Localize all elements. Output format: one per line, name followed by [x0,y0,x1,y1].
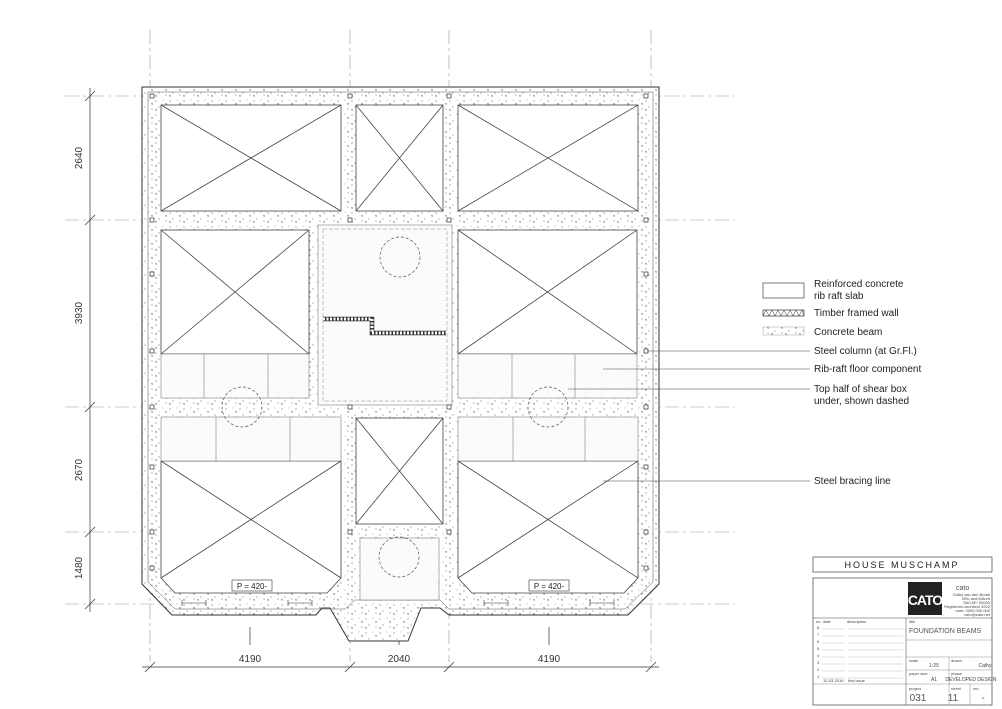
drawing-title: FOUNDATION BEAMS [909,628,982,635]
bottom-bracing-ticks [181,600,615,606]
drawn-value: Cathy [978,663,992,669]
legend-bracing: Steel bracing line [814,476,891,487]
project-label: project [909,686,922,691]
rev-value: - [981,693,984,704]
slab-panels [160,104,639,594]
legend-rib: Rib-raft floor component [814,364,921,375]
legend-swatch-slab [762,282,805,299]
legend-slab-line1: Reinforced concrete [814,279,904,290]
legend-wall: Timber framed wall [814,308,899,319]
drawn-label: drawn [951,658,962,663]
legend-column: Steel column (at Gr.Fl.) [814,346,917,357]
rev-no-7: 7 [817,632,820,637]
point-load-left: P = 420- [237,582,268,591]
rev-header-description: description [847,619,866,624]
project-title: HOUSE MUSCHAMP [844,560,959,570]
paper-size-label: paper size [909,671,928,676]
rev-header-date: date [823,619,832,624]
vertical-dimension-chain [84,88,96,612]
logo-detail-5: mob: 0000 000 000 [956,608,991,613]
logo-detail-3: SACAP: 00000 [963,600,991,605]
rev-no-4: 4 [817,653,820,658]
rev-no-6: 6 [817,639,820,644]
issue-date: 12-03-2019 [823,678,844,683]
dim-horizontal-1: 4190 [239,654,262,665]
point-load-box-left [231,579,273,592]
rev-no-5: 5 [817,646,820,651]
dim-vertical-3: 2670 [74,458,85,481]
point-load-box-right [528,579,570,592]
dim-vertical-2: 3930 [74,301,85,324]
paper-size-value: A1 [931,677,937,683]
logo-detail-2: BSc and MArch [962,596,990,601]
legend-shear-line1: Top half of shear box [814,384,907,395]
rev-no-8: 8 [817,625,820,630]
legend-beam: Concrete beam [814,327,882,338]
svg-text:CATO: CATO [908,592,943,608]
logo-detail-1: Cathy van den Broek [953,592,990,597]
central-slab-edge [322,228,448,402]
cato-logo: CATO [908,582,944,615]
legend-slab-line2: rib raft slab [814,291,864,302]
legend-shear-line2: under, shown dashed [814,396,909,407]
dim-horizontal-2: 2040 [388,654,411,665]
point-load-right: P = 420- [534,582,565,591]
rev-header-no: no [816,619,821,624]
title-block: HOUSE MUSCHAMP [812,556,993,706]
foundation-inner-outline [147,91,654,610]
dim-vertical-4: 1480 [74,556,85,579]
phase-label: phase [951,671,963,676]
issue-description: first issue [848,678,866,683]
phase-value: DEVELOPED DESIGN [945,677,997,683]
shear-box-outlines [221,236,569,578]
legend-swatch-beam [762,326,805,336]
rev-label: rev [973,686,979,691]
logo-detail-4: Registered Architect 3222 [944,604,991,609]
legend-swatch-wall [762,309,805,317]
logo-name: cato [956,585,969,592]
rev-no-2: 2 [817,667,820,672]
steel-columns [149,93,649,571]
title-label: title [909,619,916,624]
project-number: 031 [910,693,927,704]
scale-label: scale [909,658,919,663]
rib-raft-components [160,224,639,601]
sheet-label: sheet [951,686,962,691]
rev-no-1: 1 [817,674,820,679]
sheet-number: 11 [948,693,959,704]
dim-horizontal-3: 4190 [538,654,561,665]
revision-rows [822,628,903,679]
scale-value: 1:25 [929,663,939,669]
timber-wall [323,316,446,336]
dim-vertical-1: 2640 [74,146,85,169]
legend-leader-lines [568,350,810,482]
rev-no-3: 3 [817,660,820,665]
logo-detail-6: cato@cato.net [964,612,991,617]
